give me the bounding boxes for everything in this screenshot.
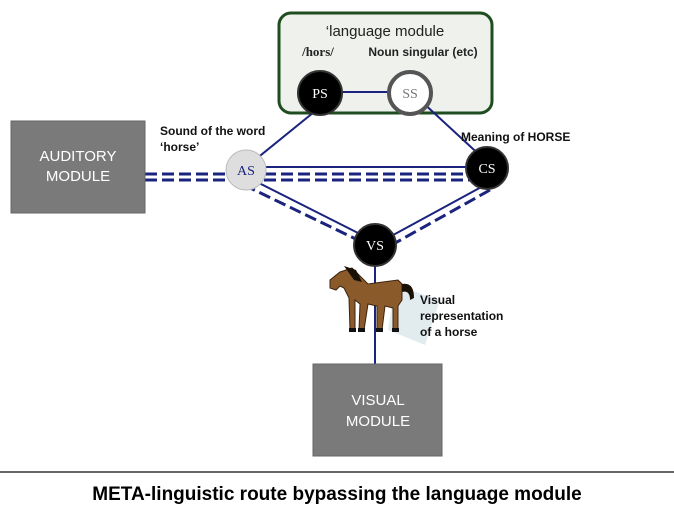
- sound-label-line2: ‘horse’: [160, 140, 199, 154]
- visual-module-line1: VISUAL: [351, 392, 404, 409]
- vs-node: VS: [353, 223, 397, 267]
- horse-hoof-1: [349, 328, 356, 332]
- ss-node: SS: [387, 70, 433, 116]
- horse-tail: [402, 283, 414, 300]
- visual-module: VISUAL MODULE: [312, 363, 443, 457]
- horse-hoof-3: [376, 328, 383, 332]
- link-as-vs: [246, 176, 367, 238]
- ss-node-label: SS: [402, 87, 418, 102]
- visual-rep-line3: of a horse: [420, 325, 478, 339]
- meta-route-cs-vs: [387, 188, 491, 249]
- cs-node: CS: [465, 146, 509, 190]
- ps-node-label: PS: [312, 87, 328, 102]
- visual-rep-line1: Visual: [420, 293, 455, 307]
- link-ss-cs: [419, 99, 486, 161]
- auditory-module-line1: AUDITORY: [40, 148, 117, 165]
- vs-node-label: VS: [366, 239, 384, 254]
- language-module-title: ‘language module: [326, 23, 444, 40]
- auditory-module-line2: MODULE: [46, 168, 110, 185]
- meta-route-as-vs: [243, 183, 365, 245]
- as-node-label: AS: [237, 164, 255, 179]
- horse-hoof-4: [392, 328, 399, 332]
- phonological-label: /hors/: [301, 44, 334, 59]
- as-node: AS: [225, 149, 267, 191]
- horse-mane: [344, 266, 362, 282]
- meaning-label: Meaning of HORSE: [461, 130, 570, 144]
- meta-route: [145, 172, 491, 249]
- horse-hoof-2: [358, 328, 365, 332]
- horse-image: [329, 266, 440, 345]
- visual-module-line2: MODULE: [346, 413, 410, 430]
- link-cs-vs: [383, 184, 486, 241]
- auditory-module: AUDITORY MODULE: [10, 120, 146, 214]
- sound-label-line1: Sound of the word: [160, 124, 265, 138]
- cs-node-label: CS: [478, 162, 495, 177]
- syntactic-label: Noun singular (etc): [368, 45, 477, 59]
- caption: META-linguistic route bypassing the lang…: [92, 484, 581, 505]
- visual-rep-line2: representation: [420, 309, 503, 323]
- ps-node: PS: [297, 70, 343, 116]
